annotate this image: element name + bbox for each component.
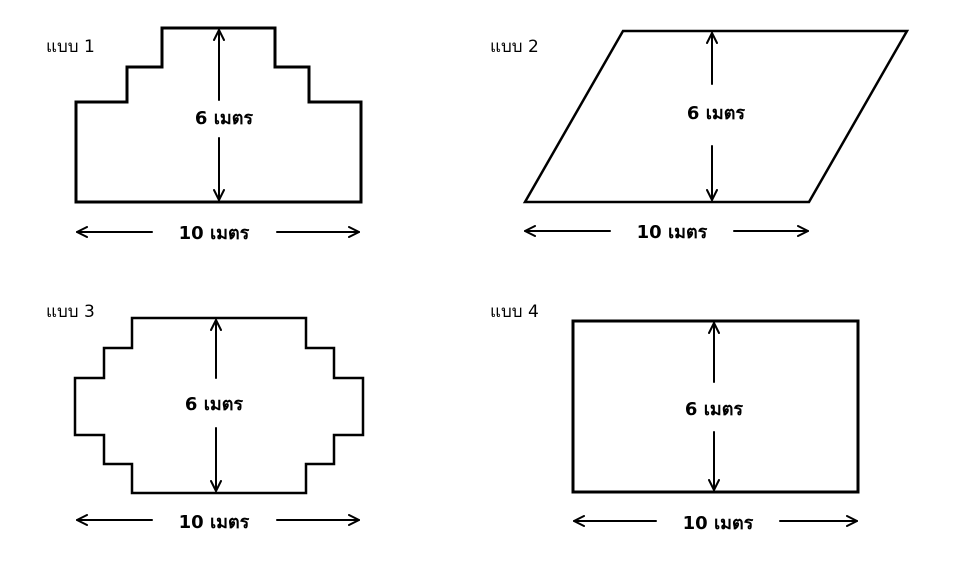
figure-1-label: แบบ 1 — [46, 37, 95, 57]
figure-4-height-label: 6 เมตร — [685, 399, 743, 420]
figure-4-rectangle — [571, 319, 860, 494]
figure-4: แบบ 4 6 เมตร 10 เมตร — [490, 302, 860, 534]
figure-1-width-label: 10 เมตร — [179, 223, 250, 244]
figure-3-height-label: 6 เมตร — [185, 394, 243, 415]
figure-1-height-label: 6 เมตร — [195, 108, 253, 129]
figure-4-width-label: 10 เมตร — [683, 513, 754, 534]
figure-2-width-label: 10 เมตร — [637, 222, 708, 243]
figure-2-label: แบบ 2 — [490, 37, 539, 57]
figure-2: แบบ 2 6 เมตร 10 เมตร — [490, 29, 910, 243]
figure-2-parallelogram — [522, 29, 910, 204]
figure-3-width-label: 10 เมตร — [179, 512, 250, 533]
figure-3: แบบ 3 6 เมตร 10 เมตร — [46, 302, 365, 533]
figure-2-height-label: 6 เมตร — [687, 103, 745, 124]
figure-1-stepped-shape — [74, 26, 363, 204]
figure-4-label: แบบ 4 — [490, 302, 539, 322]
figure-3-stepped-shape — [73, 316, 365, 495]
figure-1: แบบ 1 6 เมตร 10 เมตร — [46, 26, 363, 244]
figure-3-label: แบบ 3 — [46, 302, 95, 322]
